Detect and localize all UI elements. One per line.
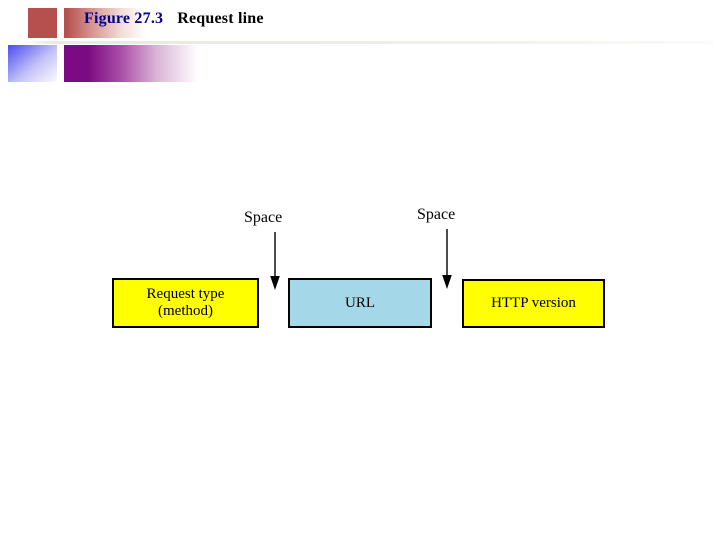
field-box-request-type: Request type (method) [112, 278, 259, 328]
space-arrow-2-icon [435, 229, 459, 296]
field-box-request-type-line2: (method) [158, 303, 213, 319]
field-box-http-version-line1: HTTP version [491, 295, 576, 312]
space-arrow-1-icon [263, 232, 287, 297]
space-label-1: Space [244, 209, 283, 226]
field-box-request-type-line1: Request type [146, 286, 225, 303]
space-label-2: Space [417, 206, 456, 223]
field-box-http-version: HTTP version [462, 279, 605, 328]
page-title: Figure 27.3 Request line [84, 10, 264, 28]
field-box-url-line1: URL [345, 294, 375, 311]
decoration-blue-gradient-square [8, 38, 60, 82]
decoration-purple-gradient-bar [88, 40, 198, 82]
header-divider-rule [24, 41, 714, 44]
decoration-white-vertical-bar [57, 0, 64, 90]
field-box-url: URL [288, 278, 432, 328]
figure-number: Figure 27.3 [84, 10, 164, 27]
figure-caption: Request line [177, 10, 264, 27]
slide-header: Figure 27.3 Request line [0, 0, 720, 90]
